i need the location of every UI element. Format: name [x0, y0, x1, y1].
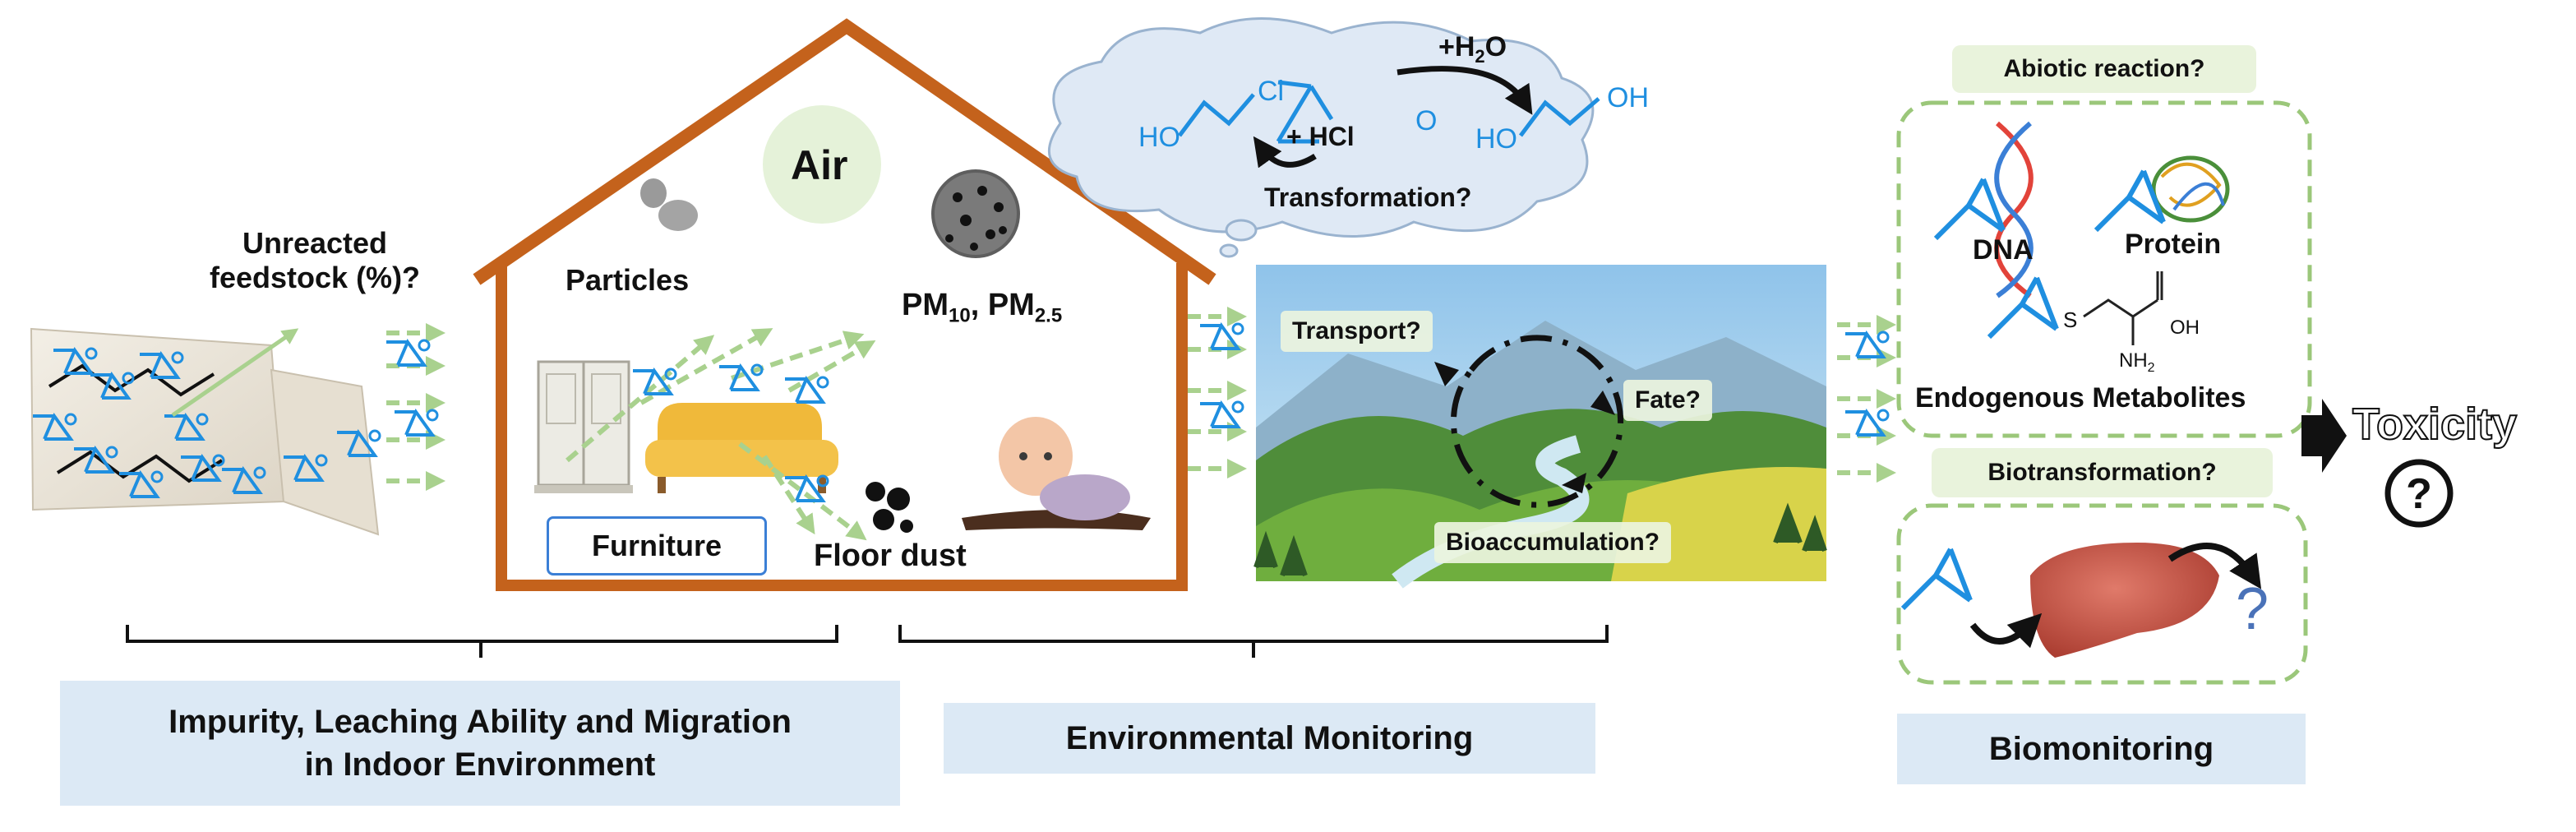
indoor-panel-line2: in Indoor Environment [304, 746, 656, 783]
pm-label: PM10, PM2.5 [902, 288, 1063, 327]
pm-icon [931, 169, 1020, 258]
landscape-to-bio-arrows [1837, 325, 1890, 473]
abiotic-tag: Abiotic reaction? [1952, 45, 2256, 93]
particles-icon [640, 178, 698, 231]
ho-right-label: HO [1475, 123, 1517, 155]
ho-left-label: HO [1138, 122, 1180, 153]
question-circle-icon: ? [2384, 459, 2454, 528]
metabolites-label: Endogenous Metabolites [1915, 382, 2246, 414]
brackets [126, 625, 1609, 658]
environmental-panel: Environmental Monitoring [944, 703, 1595, 774]
dna-icon [1936, 121, 2034, 298]
floor-dust-icon [866, 482, 913, 533]
epoxide-o-label: O [1415, 105, 1438, 136]
air-label: Air [791, 142, 848, 188]
foam-block [30, 327, 381, 536]
s-label: S [2063, 307, 2078, 332]
house-to-landscape-arrows [1188, 317, 1244, 469]
foam-to-house-arrows [386, 333, 439, 481]
liver-question-mark: ? [2236, 576, 2269, 642]
nh2-label: NH2 [2119, 349, 2155, 375]
indoor-arrows [566, 328, 876, 541]
bioaccumulation-tag: Bioaccumulation? [1434, 522, 1672, 563]
abiotic-box [1896, 100, 2312, 438]
protein-icon [2096, 155, 2230, 230]
transformation-cloud [1047, 17, 1600, 258]
toxicity-label: Toxicity [2352, 399, 2518, 450]
indoor-panel: Impurity, Leaching Ability and Migration… [60, 681, 900, 806]
sofa-icon [645, 403, 838, 493]
water-label: +H2O [1438, 31, 1507, 67]
cl-label: Cl [1258, 76, 1285, 107]
floor-dust-label: Floor dust [814, 538, 967, 573]
liver-icon [1903, 543, 2262, 658]
baby-icon [962, 417, 1151, 530]
transport-tag: Transport? [1281, 311, 1433, 352]
fate-tag: Fate? [1623, 380, 1713, 421]
furniture-label-box: Furniture [547, 516, 767, 575]
dna-label: DNA [1973, 234, 2034, 266]
furniture-label: Furniture [592, 529, 722, 562]
hcl-label: + HCl [1286, 122, 1355, 151]
svg-text:?: ? [2406, 470, 2432, 518]
wardrobe-icon [534, 360, 633, 493]
feedstock-label: Unreacted feedstock (%)? [210, 226, 421, 294]
biotransformation-tag: Biotransformation? [1932, 448, 2273, 497]
particles-label: Particles [566, 263, 690, 297]
transformation-label: Transformation? [1264, 183, 1472, 212]
oh-right-label: OH [1607, 82, 1649, 113]
cysteine-icon [1989, 271, 2163, 345]
protein-label: Protein [2125, 229, 2222, 260]
toxicity-arrow [2301, 399, 2347, 473]
biomonitoring-panel: Biomonitoring [1897, 714, 2306, 784]
air-bubble [763, 105, 881, 224]
biotransformation-box [1896, 503, 2308, 685]
indoor-panel-line1: Impurity, Leaching Ability and Migration [169, 704, 792, 740]
oh-label: OH [2170, 317, 2200, 339]
